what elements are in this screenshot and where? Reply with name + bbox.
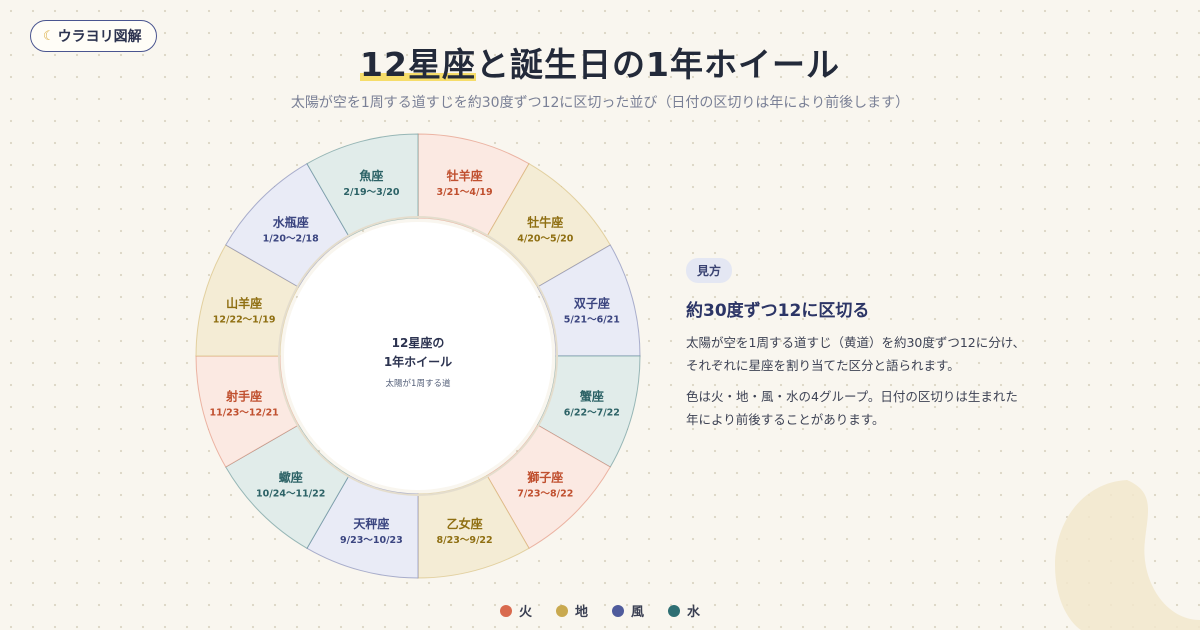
inner-ring-outline bbox=[278, 216, 558, 496]
fire-dot bbox=[499, 604, 512, 617]
sign-dates: 1/20〜2/18 bbox=[263, 234, 319, 245]
panel-paragraph-1: 太陽が空を1周する道すじ（黄道）を約30度ずつ12に分け、それぞれに星座を割り当… bbox=[686, 335, 1026, 373]
page-title: 12星座と誕生日の1年ホイール bbox=[0, 38, 1200, 86]
moon-icon: ☾ bbox=[43, 28, 55, 44]
sign-name: 水瓶座 bbox=[273, 215, 309, 230]
sign-name: 天秤座 bbox=[353, 516, 389, 531]
legend-label-earth: 地 bbox=[574, 605, 588, 620]
title-rest: と誕生日の1年ホイール bbox=[475, 45, 840, 84]
sign-name: 蟹座 bbox=[579, 389, 604, 404]
guide-pill: 見方 bbox=[686, 258, 733, 283]
sign-dates: 12/22〜1/19 bbox=[213, 314, 276, 325]
legend-label-air: 風 bbox=[631, 605, 645, 620]
sign-dates: 10/24〜11/22 bbox=[256, 488, 325, 499]
sign-dates: 7/23〜8/22 bbox=[517, 488, 573, 499]
sector-air bbox=[225, 163, 350, 288]
legend-label-fire: 火 bbox=[518, 605, 532, 620]
earth-dot bbox=[555, 604, 568, 617]
sign-name: 乙女座 bbox=[447, 516, 483, 531]
center-subtitle: 太陽が1周する道 bbox=[386, 378, 451, 389]
legend-item-earth: 地 bbox=[555, 601, 588, 620]
sector-water bbox=[536, 355, 641, 468]
wheel-center bbox=[284, 222, 552, 490]
panel-heading: 約30度ずつ12に区切る bbox=[686, 301, 870, 321]
legend-item-water: 水 bbox=[668, 601, 700, 620]
zodiac-wheel: 牡羊座 3/21〜4/19 牡牛座 4/20〜5/20 双子座 5/21〜6/21 蟹座 6/… bbox=[195, 133, 641, 579]
sign-dates: 3/21〜4/19 bbox=[437, 187, 493, 198]
sector-water bbox=[306, 133, 419, 238]
sector-water bbox=[225, 424, 350, 549]
element-legend: 火 地 風 水 bbox=[0, 601, 1200, 620]
page-subtitle: 太陽が空を1周する道すじを約30度ずつ12に区切った並び（日付の区切りは年により… bbox=[290, 95, 910, 111]
panel-paragraph-2: 色は火・地・風・水の4グループ。日付の区切りは生まれた年により前後することがあり… bbox=[686, 389, 1018, 427]
sign-dates: 6/22〜7/22 bbox=[564, 408, 620, 419]
sign-dates: 11/23〜12/21 bbox=[209, 408, 278, 419]
sign-name: 魚座 bbox=[359, 168, 383, 183]
sign-dates: 2/19〜3/20 bbox=[343, 187, 399, 198]
sign-name: 牡牛座 bbox=[527, 215, 563, 230]
brand-label: ウラヨリ図解 bbox=[57, 29, 142, 45]
sign-dates: 8/23〜9/22 bbox=[437, 535, 493, 546]
sign-name: 獅子座 bbox=[526, 469, 563, 484]
sector-air bbox=[306, 474, 419, 579]
explanation-panel: 見方 約30度ずつ12に区切る 太陽が空を1周する道すじ（黄道）を約30度ずつ1… bbox=[686, 258, 1026, 439]
legend-label-water: 水 bbox=[687, 605, 701, 620]
sign-dates: 5/21〜6/21 bbox=[564, 314, 620, 325]
sign-name: 山羊座 bbox=[226, 295, 262, 310]
title-highlight: 12星座 bbox=[360, 45, 476, 84]
water-dot bbox=[668, 604, 681, 617]
legend-item-fire: 火 bbox=[499, 601, 532, 620]
sign-dates: 9/23〜10/23 bbox=[340, 535, 403, 546]
sign-name: 蠍座 bbox=[279, 469, 303, 484]
sign-name: 牡羊座 bbox=[447, 168, 483, 183]
air-dot bbox=[612, 604, 624, 617]
sector-earth bbox=[486, 163, 611, 288]
legend-item-air: 風 bbox=[612, 601, 644, 620]
sign-dates: 4/20〜5/20 bbox=[517, 234, 573, 245]
center-title-line2: 1年ホイール bbox=[384, 354, 452, 369]
sign-name: 双子座 bbox=[574, 295, 610, 310]
center-title-line1: 12星座の bbox=[392, 335, 445, 350]
sector-fire bbox=[486, 424, 611, 549]
brand-badge[interactable]: ☾ ウラヨリ図解 bbox=[30, 20, 157, 52]
crescent-moon-decoration bbox=[1055, 480, 1200, 630]
sign-name: 射手座 bbox=[225, 389, 262, 404]
